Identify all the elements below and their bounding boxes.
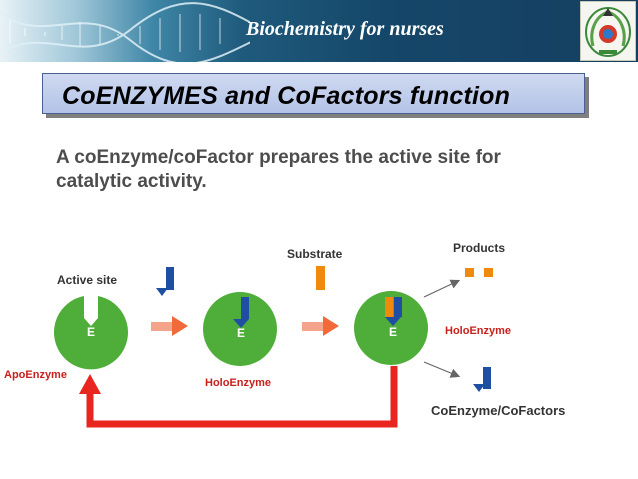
products-label: Products [453,241,506,255]
dna-helix-graphic [0,2,250,62]
banner-title: Biochemistry for nurses [246,18,444,40]
substrate-label: Substrate [287,247,343,261]
recycle-arrow [79,366,398,428]
arrow-to-cofactor [423,361,461,378]
process-arrow-2 [302,316,339,336]
cofactor-incoming [156,267,174,296]
active-site-label: Active site [57,273,118,287]
enzyme-letter-1: E [87,325,95,339]
apoenzyme-shape [54,296,128,370]
slide-caption: A coEnzyme/coFactor prepares the active … [56,147,501,192]
process-arrow-1 [151,316,188,336]
cofactor-released [473,367,491,392]
header-banner: Biochemistry for nurses [0,0,638,62]
apoenzyme-label: ApoEnzyme [4,369,67,381]
product-1 [465,268,474,277]
holoenzyme-label-1: HoloEnzyme [205,377,272,389]
enzyme-letter-2: E [237,326,245,340]
holoenzyme-shape-2 [354,291,428,365]
university-logo [580,1,636,61]
substrate-block [316,266,325,290]
title-box [42,73,585,114]
product-2 [484,268,493,277]
enzyme-letter-3: E [389,325,397,339]
holoenzyme-shape-1 [203,292,277,366]
holoenzyme-label-2: HoloEnzyme [445,325,512,337]
coenzyme-label: CoEnzyme/CoFactors [431,403,566,418]
arrow-to-products [423,279,461,298]
slide-title: CoENZYMES and CoFactors function [62,82,511,110]
